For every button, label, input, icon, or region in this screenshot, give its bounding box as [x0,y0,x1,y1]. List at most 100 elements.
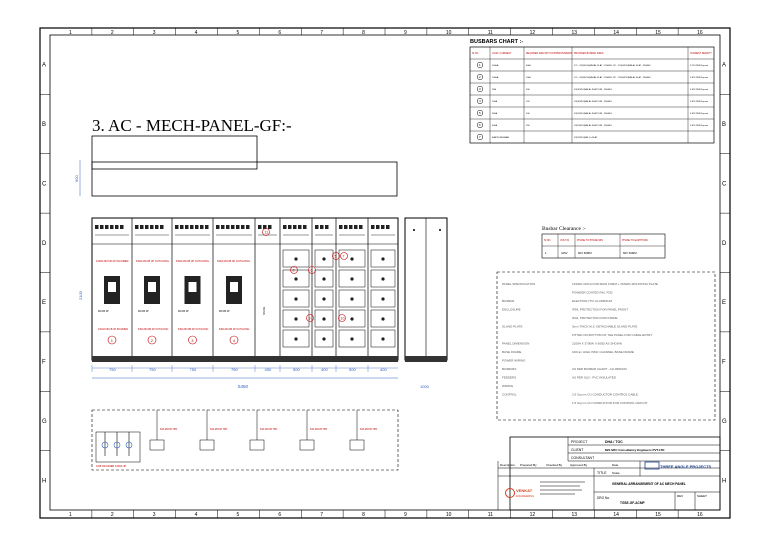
table-header: PHASE TO EARTH MIN [622,239,648,242]
grid-number: 8 [362,30,365,36]
mccb-handle-icon [230,282,238,292]
knob-icon [322,257,326,261]
meter-icon [145,225,149,229]
plan-box-lower [91,161,398,197]
client-label: CLIENT [571,448,584,452]
outgoing-mccb-icon [299,439,315,451]
meter-icon [298,225,302,229]
knob-icon [381,317,385,321]
note-value: 2100H X 3700W X 600D AS SHOWN [572,342,622,346]
feeder-number: 1 [111,338,114,343]
note-key: BASE FRAME [502,350,521,354]
consultant-label: CONSULTANT [571,456,595,460]
outgoing-mccb-icon [349,439,365,451]
section-dim: 750 [109,367,116,372]
table-cell: 0.676 PER Sq.mm [690,77,708,79]
section-dim: 750 [231,367,238,372]
table-header: CURRENT DENSITY [690,53,712,55]
grid-letter: C [722,181,727,187]
grid-number: 15 [655,30,661,36]
grid-letter: G [722,419,727,425]
grid-number: 12 [530,512,536,518]
mccb-handle-icon [108,282,116,292]
grid-number: 3 [153,512,156,518]
meter-icon [160,225,164,229]
circle-label-text: 6 [311,269,313,273]
module-door [370,329,396,348]
meter-icon [288,225,292,229]
grid-number: 4 [195,512,198,518]
module-door [370,249,396,268]
grid-number: 16 [697,512,703,518]
module-door [282,309,310,328]
feeder-desc: 630A MCCB 4P OUTGOING [178,328,209,331]
note-value: IP54, PROTECTION FOR PANEL FRONT [572,308,628,312]
grid-letter: D [722,241,727,247]
grid-number: 2 [111,512,114,518]
grid-number: 14 [613,512,619,518]
meter-icon [246,225,250,229]
knob-icon [381,337,385,341]
meter-icon [231,225,235,229]
feeder-number: 4 [233,338,236,343]
grid-number: 15 [655,512,661,518]
grid-number: 6 [278,512,281,518]
grid-letter: D [42,241,47,247]
meter-icon [315,225,319,229]
meter-icon [303,225,307,229]
side-base [405,356,447,362]
meter-icon [221,225,225,229]
busbar-chart-title: BUSBARS CHART :- [470,39,523,45]
table-header: VOLT IN [560,239,569,242]
sld-box [91,409,399,471]
grid-letter: B [42,122,46,128]
outgoing-mccb-icon [199,439,215,451]
module-door [338,329,366,348]
meter-icon [293,225,297,229]
table-cell: 1 [545,251,547,255]
vendor-logo-icon [505,488,515,498]
sld-block-label: 63A MCCB TPN [310,428,327,431]
base-frame [92,356,398,362]
circle-label-text: 11 [265,231,269,235]
drawing-title-label: TITLE [597,471,607,475]
meter-icon [263,225,267,229]
grid-letter: B [722,122,726,128]
drawing-title: 3. AC - MECH-PANEL-GF:- [92,116,292,135]
module-door [370,269,396,288]
circle-label [306,314,314,322]
table-cell: 0.676 PER Sq.mm [690,125,708,127]
grid-letter: E [42,300,46,306]
meter-icon [180,225,184,229]
row-number-circle [476,121,484,129]
note-value: 14SWG CRCA FOR MAIN FORM + 16SWG MOUNTIN… [572,282,658,286]
feeder-number-circle [229,335,239,345]
module-door [370,309,396,328]
note-value: 1.5 Sq.mm CU CONDUCTOR FOR CONTROL CIRCU… [572,401,648,405]
table-cell: 250 [526,125,530,127]
circle-label-text: 7 [343,255,345,259]
acb-frame [95,431,141,463]
meter-icon [354,225,358,229]
project-value: DHA / TOC [605,440,623,444]
table-cell: 1000 [526,77,532,79]
plan-box-upper [91,135,258,170]
row-number-circle [476,85,484,93]
meter-icon [359,225,363,229]
table-cell: 60V 60MM [623,251,637,255]
inner-border [49,34,721,511]
knob-icon [294,297,298,301]
prepared-label: Prepared By [520,463,537,467]
module-door [314,249,334,268]
table-cell: 200 [526,89,530,91]
grid-number: 10 [446,512,452,518]
company-logo-icon [644,461,660,470]
meter-icon [226,225,230,229]
table-cell: 0.676 PER Sq.mm [690,113,708,115]
note-value: ELECTROLYTIC ALUMINIUM [572,299,612,303]
